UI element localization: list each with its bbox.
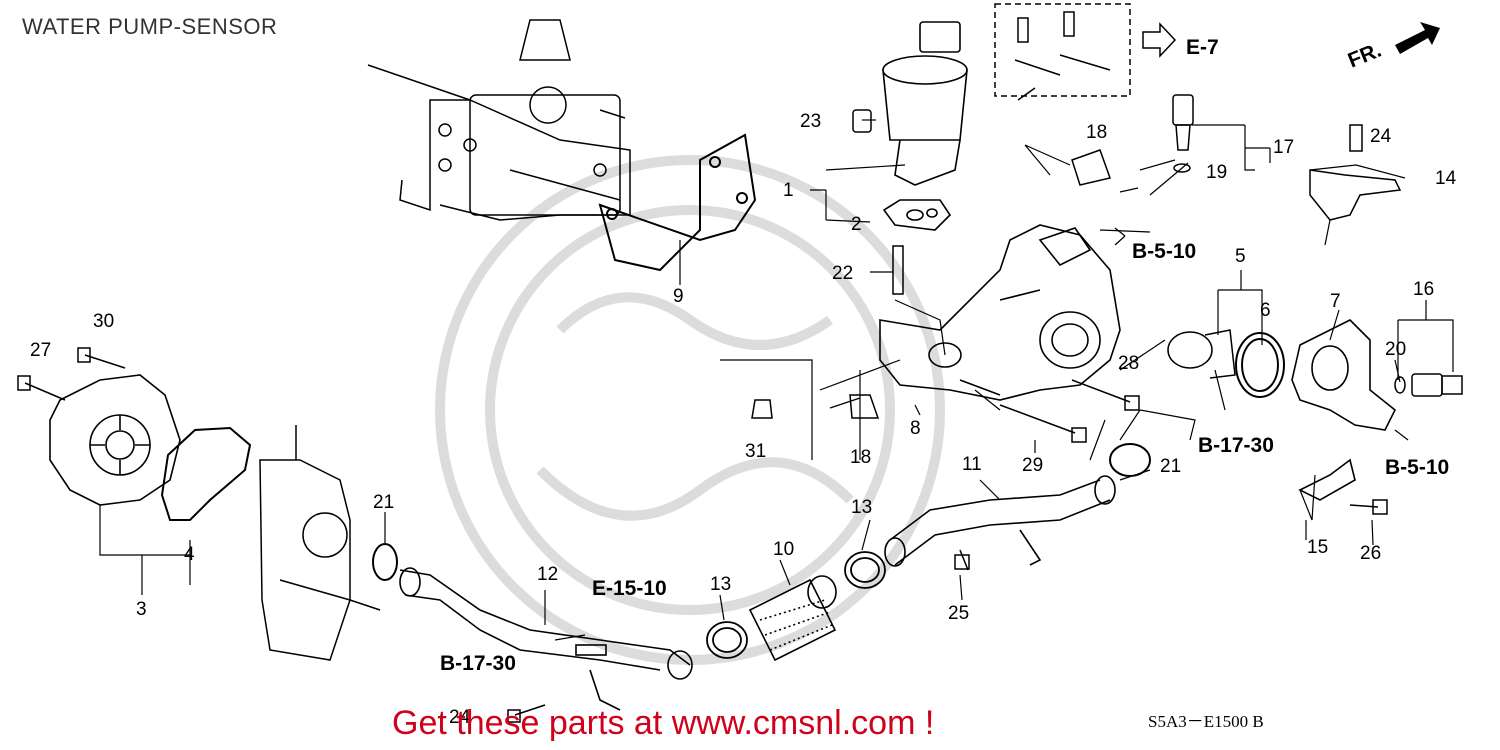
callout-18-bottom: 18 [850,447,871,468]
diagram-title: WATER PUMP-SENSOR [22,14,278,39]
diagram-code: S5A3－E1500 B [1148,712,1264,731]
callout-11: 11 [962,454,982,475]
bolts-27-30 [17,347,126,401]
hose-clamp-13-right [844,551,886,589]
ref-b1730-right: B-17-30 [1198,434,1274,457]
ref-b510-top: B-5-10 [1132,240,1197,263]
callout-1: 1 [783,180,794,201]
water-pump [49,374,181,506]
callout-26: 26 [1360,543,1381,564]
ref-e1510: E-15-10 [592,577,667,600]
callout-14: 14 [1435,168,1457,189]
callout-28: 28 [1118,353,1139,374]
ref-b1730-bottom: B-17-30 [440,652,516,675]
callout-27: 27 [30,340,51,361]
o-ring-21-right [1109,443,1151,477]
gasket-9 [598,133,757,272]
thermostat [1167,329,1236,379]
water-pipe-12 [399,567,693,711]
callout-3: 3 [136,599,147,620]
bolts-lower [507,379,1388,723]
o-ring-21-left [372,543,398,581]
callout-10: 10 [773,539,794,560]
callout-25: 25 [948,603,969,624]
callout-30: 30 [93,311,114,332]
thermostat-cover [1291,319,1397,501]
callout-24-bottom: 24 [449,707,471,728]
callout-7: 7 [1330,291,1341,312]
callout-18-top: 18 [1086,122,1107,143]
callout-2: 2 [851,214,862,235]
water-pipe-11 [884,475,1116,567]
thermostat-housing [879,224,1121,401]
hose-clamp-13-left [706,621,748,659]
thermostat-seal [1235,332,1285,398]
callout-24-top: 24 [1370,126,1392,147]
callout-17: 17 [1273,137,1294,158]
callout-12: 12 [537,564,558,585]
temperature-sensor [1172,94,1194,173]
water-hose-10 [748,575,837,662]
callout-29: 29 [1022,455,1043,476]
cylinder-head-part [367,19,631,221]
callout-5: 5 [1235,246,1246,267]
fitting-18-top [1071,149,1111,186]
callout-9: 9 [673,286,684,307]
ref-b510-right: B-5-10 [1385,456,1450,479]
callout-8: 8 [910,418,921,439]
ref-e7: E-7 [1186,36,1219,59]
callout-15: 15 [1307,537,1328,558]
inset-box [994,3,1131,97]
callout-13-left: 13 [710,574,731,595]
sensor-16 [1394,373,1463,397]
watermark-logo [435,155,945,665]
bolts-and-studs [852,87,1402,295]
callout-16: 16 [1413,279,1434,300]
front-arrow [1395,22,1440,54]
promo-banner[interactable]: Get these parts at www.cmsnl.com ! [392,704,935,742]
egr-valve [882,21,968,231]
arrow-e7 [1142,22,1177,58]
callout-13-right: 13 [851,497,872,518]
callout-23: 23 [800,111,821,132]
callout-19: 19 [1206,162,1227,183]
callout-6: 6 [1260,300,1271,321]
leader-lines [99,119,1454,641]
water-pump-gasket [160,426,252,521]
callout-22: 22 [832,263,853,284]
callout-20: 20 [1385,339,1406,360]
callout-4: 4 [184,544,195,565]
callout-31: 31 [745,441,766,462]
callout-21-left: 21 [373,492,394,513]
callout-21-right: 21 [1160,456,1181,477]
engine-block-part [259,425,381,661]
